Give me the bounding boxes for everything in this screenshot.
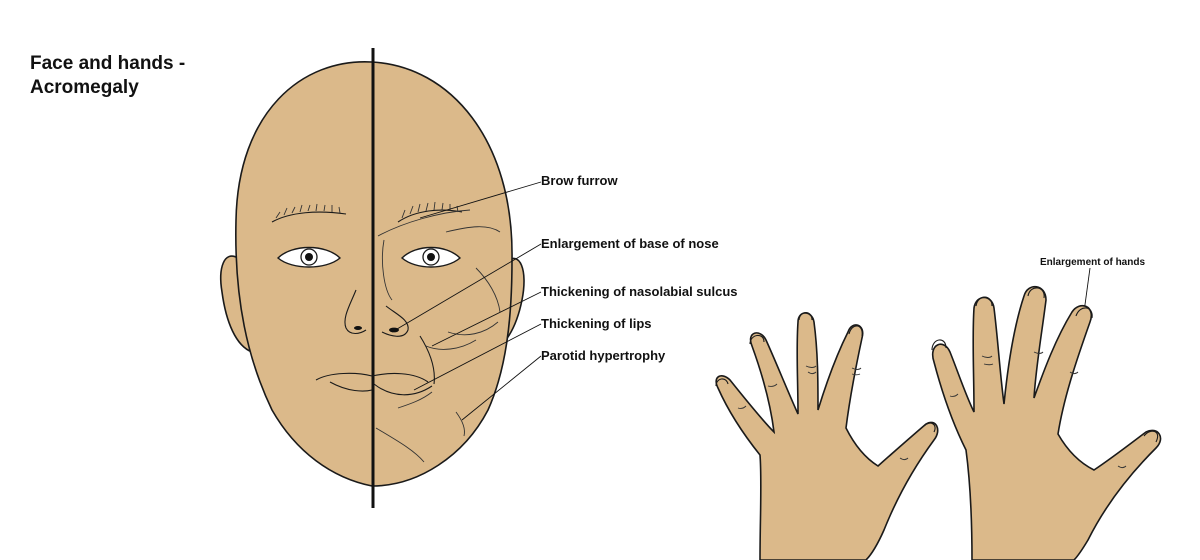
nose-left: [344, 289, 367, 335]
leader-nasolabial: [431, 291, 542, 347]
leader-parotid: [461, 355, 542, 421]
title-line-2: Acromegaly: [30, 77, 139, 98]
label-base-of-nose: Enlargement of base of nose: [541, 236, 719, 251]
diagram-title: Face and hands - Acromegaly: [30, 52, 230, 100]
annotation-leaders: [391, 181, 1091, 421]
label-hands: Enlargement of hands: [1040, 257, 1145, 268]
label-nasolabial-sulcus: Thickening of nasolabial sulcus: [541, 284, 738, 299]
leader-brow-furrow: [419, 181, 542, 219]
face-illustration: [220, 48, 525, 508]
enlarged-hand: [931, 285, 1162, 560]
annotation-labels: Brow furrow Enlargement of base of nose …: [541, 173, 1145, 363]
leader-nose: [391, 243, 542, 333]
left-eyebrow: [271, 211, 347, 223]
title-line-1: Face and hands -: [30, 53, 186, 74]
leader-hands: [1083, 267, 1091, 313]
nasolabial-fold: [419, 335, 435, 385]
leader-lips: [413, 323, 542, 391]
label-lips: Thickening of lips: [541, 316, 652, 331]
label-parotid: Parotid hypertrophy: [541, 348, 666, 363]
normal-hand: [715, 311, 939, 560]
right-eye: [400, 246, 462, 268]
nose-right: [381, 305, 409, 337]
mouth: [315, 372, 433, 396]
label-brow-furrow: Brow furrow: [541, 173, 618, 188]
left-eye: [276, 246, 342, 268]
